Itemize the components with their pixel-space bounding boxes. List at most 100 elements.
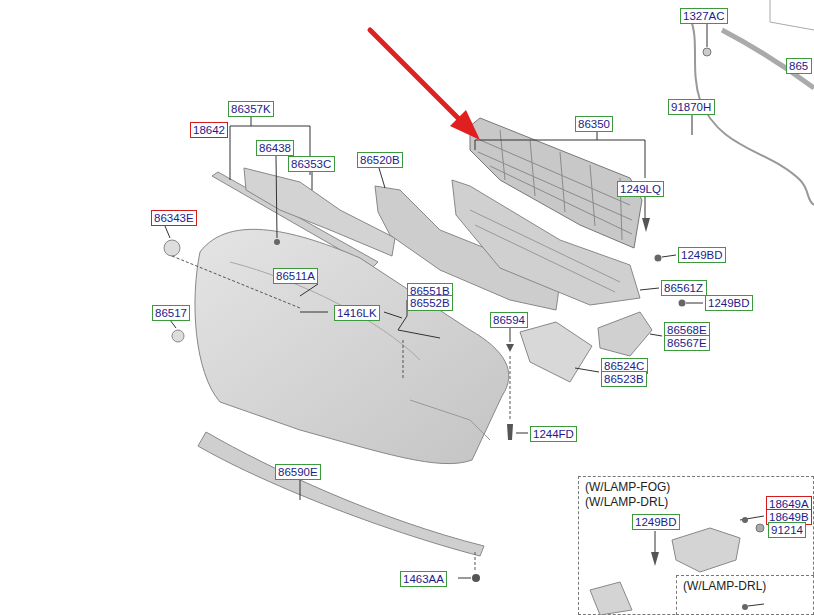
leader-line <box>300 480 301 500</box>
callout-number: 86350 <box>578 118 610 130</box>
callout-bracket <box>475 132 645 178</box>
bulb <box>742 517 748 523</box>
leader-line <box>707 24 708 47</box>
callout-box: 1463AA <box>400 571 447 587</box>
option-region: (W/LAMP-DRL)18642 <box>676 575 814 615</box>
callout-number: 91870H <box>671 101 712 113</box>
callout-number: 1327AC <box>683 10 725 22</box>
callout-box: 86511A <box>273 268 318 284</box>
leader-line <box>748 604 764 606</box>
screw <box>679 300 686 307</box>
leader-line <box>300 312 328 313</box>
callout-number: 86357K <box>231 103 271 115</box>
leader-line <box>516 433 528 434</box>
pointer-arrowhead <box>450 110 480 140</box>
callout-number: 86594 <box>493 314 525 326</box>
fog-trim <box>520 322 592 382</box>
callout-number: 1416LK <box>337 307 377 319</box>
callout-box: 86523B <box>601 371 647 387</box>
callout-number: 86353C <box>291 158 332 170</box>
leader-line <box>645 197 646 218</box>
callout-box: 1249BD <box>705 295 753 311</box>
callout-number: 1249LQ <box>620 183 661 195</box>
callout-number: 86343E <box>154 212 194 224</box>
callout-box: 86517 <box>152 305 190 321</box>
drl-housing <box>590 582 632 615</box>
leader-line <box>312 172 313 190</box>
leader-line <box>170 320 176 328</box>
callout-number: 86552B <box>410 297 450 309</box>
tow-cap <box>164 240 180 256</box>
bumper-cover <box>195 229 509 463</box>
callout-number: 1249BD <box>635 516 677 528</box>
screw <box>507 424 513 440</box>
upper-bracket <box>770 0 814 30</box>
option-region: (W/LAMP-FOG)(W/LAMP-DRL)18649A18649B9121… <box>578 476 814 615</box>
callout-box: 1249BD <box>632 514 680 530</box>
callout-box: 86438 <box>256 140 294 156</box>
bumper-crease <box>230 262 420 360</box>
option-note: (W/LAMP-FOG) <box>585 480 807 495</box>
callout-number: 1249BD <box>681 249 723 261</box>
callout-box: 91870H <box>668 99 715 115</box>
leader-line <box>165 226 170 238</box>
fog-lamp <box>672 528 740 572</box>
leader-line <box>379 168 385 188</box>
bulb <box>742 604 748 610</box>
leader-line <box>458 578 471 579</box>
callout-box: 1244FD <box>530 426 577 442</box>
callout-number: 18642 <box>193 124 225 136</box>
callout-box: 91214 <box>768 522 806 538</box>
lower-grille <box>452 180 640 305</box>
nut <box>506 344 514 352</box>
callout-box: 86567E <box>664 335 710 351</box>
callout-box: 86520B <box>357 152 403 168</box>
nut <box>472 574 480 582</box>
upper-bar <box>722 30 814 88</box>
leader-line <box>276 156 277 238</box>
callout-box: 86594 <box>490 312 528 328</box>
callout-number: 86520B <box>360 154 400 166</box>
callout-box: 1249BD <box>678 247 726 263</box>
callout-number: 86511A <box>276 270 315 282</box>
callout-box: 1327AC <box>680 8 728 24</box>
option-note: (W/LAMP-DRL) <box>683 579 807 594</box>
callout-number: 91214 <box>771 524 803 536</box>
tow-cap <box>172 330 184 342</box>
callout-box: 86350 <box>575 116 613 132</box>
callout-number: 86590E <box>278 466 318 478</box>
callout-number: 1244FD <box>533 428 574 440</box>
leader-line <box>300 284 318 296</box>
callout-number: 86517 <box>155 307 187 319</box>
callout-number: 86567E <box>667 337 707 349</box>
leader-line <box>686 303 703 304</box>
callout-number: 1249BD <box>708 297 750 309</box>
callout-number: 1463AA <box>403 573 444 585</box>
callout-box: 1249LQ <box>617 181 664 197</box>
leader-line <box>475 552 476 572</box>
leader-line <box>575 368 599 372</box>
leader-line <box>403 340 404 380</box>
callout-box: 18642 <box>190 122 228 138</box>
callout-box: 86590E <box>275 464 321 480</box>
callout-number: 86523B <box>604 373 644 385</box>
leader-line <box>655 531 656 552</box>
leader-line <box>510 328 511 342</box>
leader-line <box>640 288 659 290</box>
nut <box>703 48 711 56</box>
callout-box: 86552B <box>407 295 453 311</box>
callout-number: 865 <box>789 60 809 72</box>
screw <box>655 255 662 262</box>
leader-line <box>740 516 764 520</box>
leader-line <box>510 356 511 420</box>
callout-box: 86343E <box>151 210 197 226</box>
clip <box>274 239 280 245</box>
lower-lip <box>198 432 484 556</box>
socket <box>756 524 764 532</box>
callout-box: 86353C <box>288 156 335 172</box>
bumper-vent <box>410 400 490 440</box>
side-bracket <box>598 312 652 356</box>
callout-number: 86438 <box>259 142 291 154</box>
screw <box>642 218 650 232</box>
